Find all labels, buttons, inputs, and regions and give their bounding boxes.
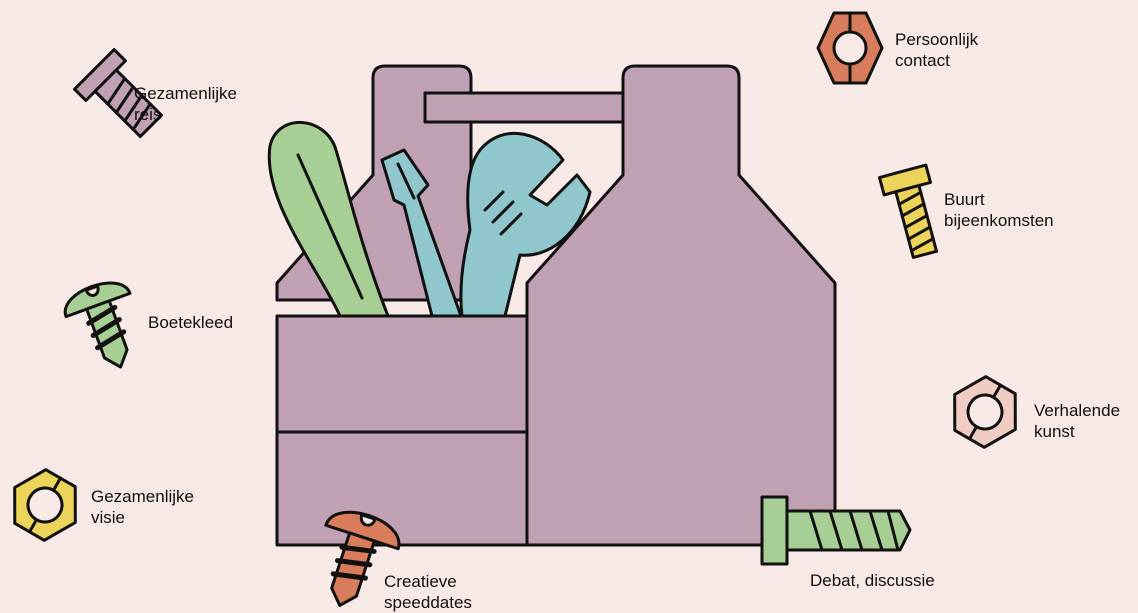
label-persoonlijk-contact-line-1: Persoonlijk [895, 29, 978, 50]
yellow-nut-icon [0, 461, 91, 550]
label-gezamenlijke-visie-line-1: Gezamenlijke [91, 486, 194, 507]
orange-nut-hole [834, 32, 866, 64]
label-debat-discussie-line-1: Debat, discussie [810, 570, 935, 591]
label-gezamenlijke-reis-line-2: reis [134, 104, 237, 125]
label-creatieve-speeddates-line-2: speeddates [384, 592, 472, 613]
label-buurt-bijeenkomsten-line-1: Buurt [944, 189, 1054, 210]
label-verhalende-kunst-line-2: kunst [1034, 421, 1120, 442]
label-persoonlijk-contact: Persoonlijk contact [895, 29, 978, 71]
label-buurt-bijeenkomsten: Buurt bijeenkomsten [944, 189, 1054, 231]
label-verhalende-kunst-line-1: Verhalende [1034, 400, 1120, 421]
label-buurt-bijeenkomsten-line-2: bijeenkomsten [944, 210, 1054, 231]
orange-nut-icon [818, 13, 882, 83]
label-debat-discussie: Debat, discussie [810, 570, 935, 591]
green-screw-icon [59, 275, 152, 379]
label-boetekleed-line-1: Boetekleed [148, 312, 233, 333]
label-persoonlijk-contact-line-2: contact [895, 50, 978, 71]
green-bolt-head [762, 497, 787, 564]
toolbox-handle [425, 93, 623, 122]
toolbox-right-compartment [527, 66, 835, 545]
label-boetekleed: Boetekleed [148, 312, 233, 333]
label-gezamenlijke-reis-line-1: Gezamenlijke [134, 83, 237, 104]
label-gezamenlijke-visie-line-2: visie [91, 507, 194, 528]
label-gezamenlijke-reis: Gezamenlijke reis [134, 83, 237, 125]
label-creatieve-speeddates: Creatieve speeddates [384, 571, 472, 613]
yellow-screw-icon [879, 165, 948, 260]
label-creatieve-speeddates-line-1: Creatieve [384, 571, 472, 592]
label-gezamenlijke-visie: Gezamenlijke visie [91, 486, 194, 528]
toolbox-front-upper [277, 316, 527, 432]
pink-nut-icon [939, 368, 1031, 457]
label-verhalende-kunst: Verhalende kunst [1034, 400, 1120, 442]
toolbox-front-lower [277, 432, 527, 545]
